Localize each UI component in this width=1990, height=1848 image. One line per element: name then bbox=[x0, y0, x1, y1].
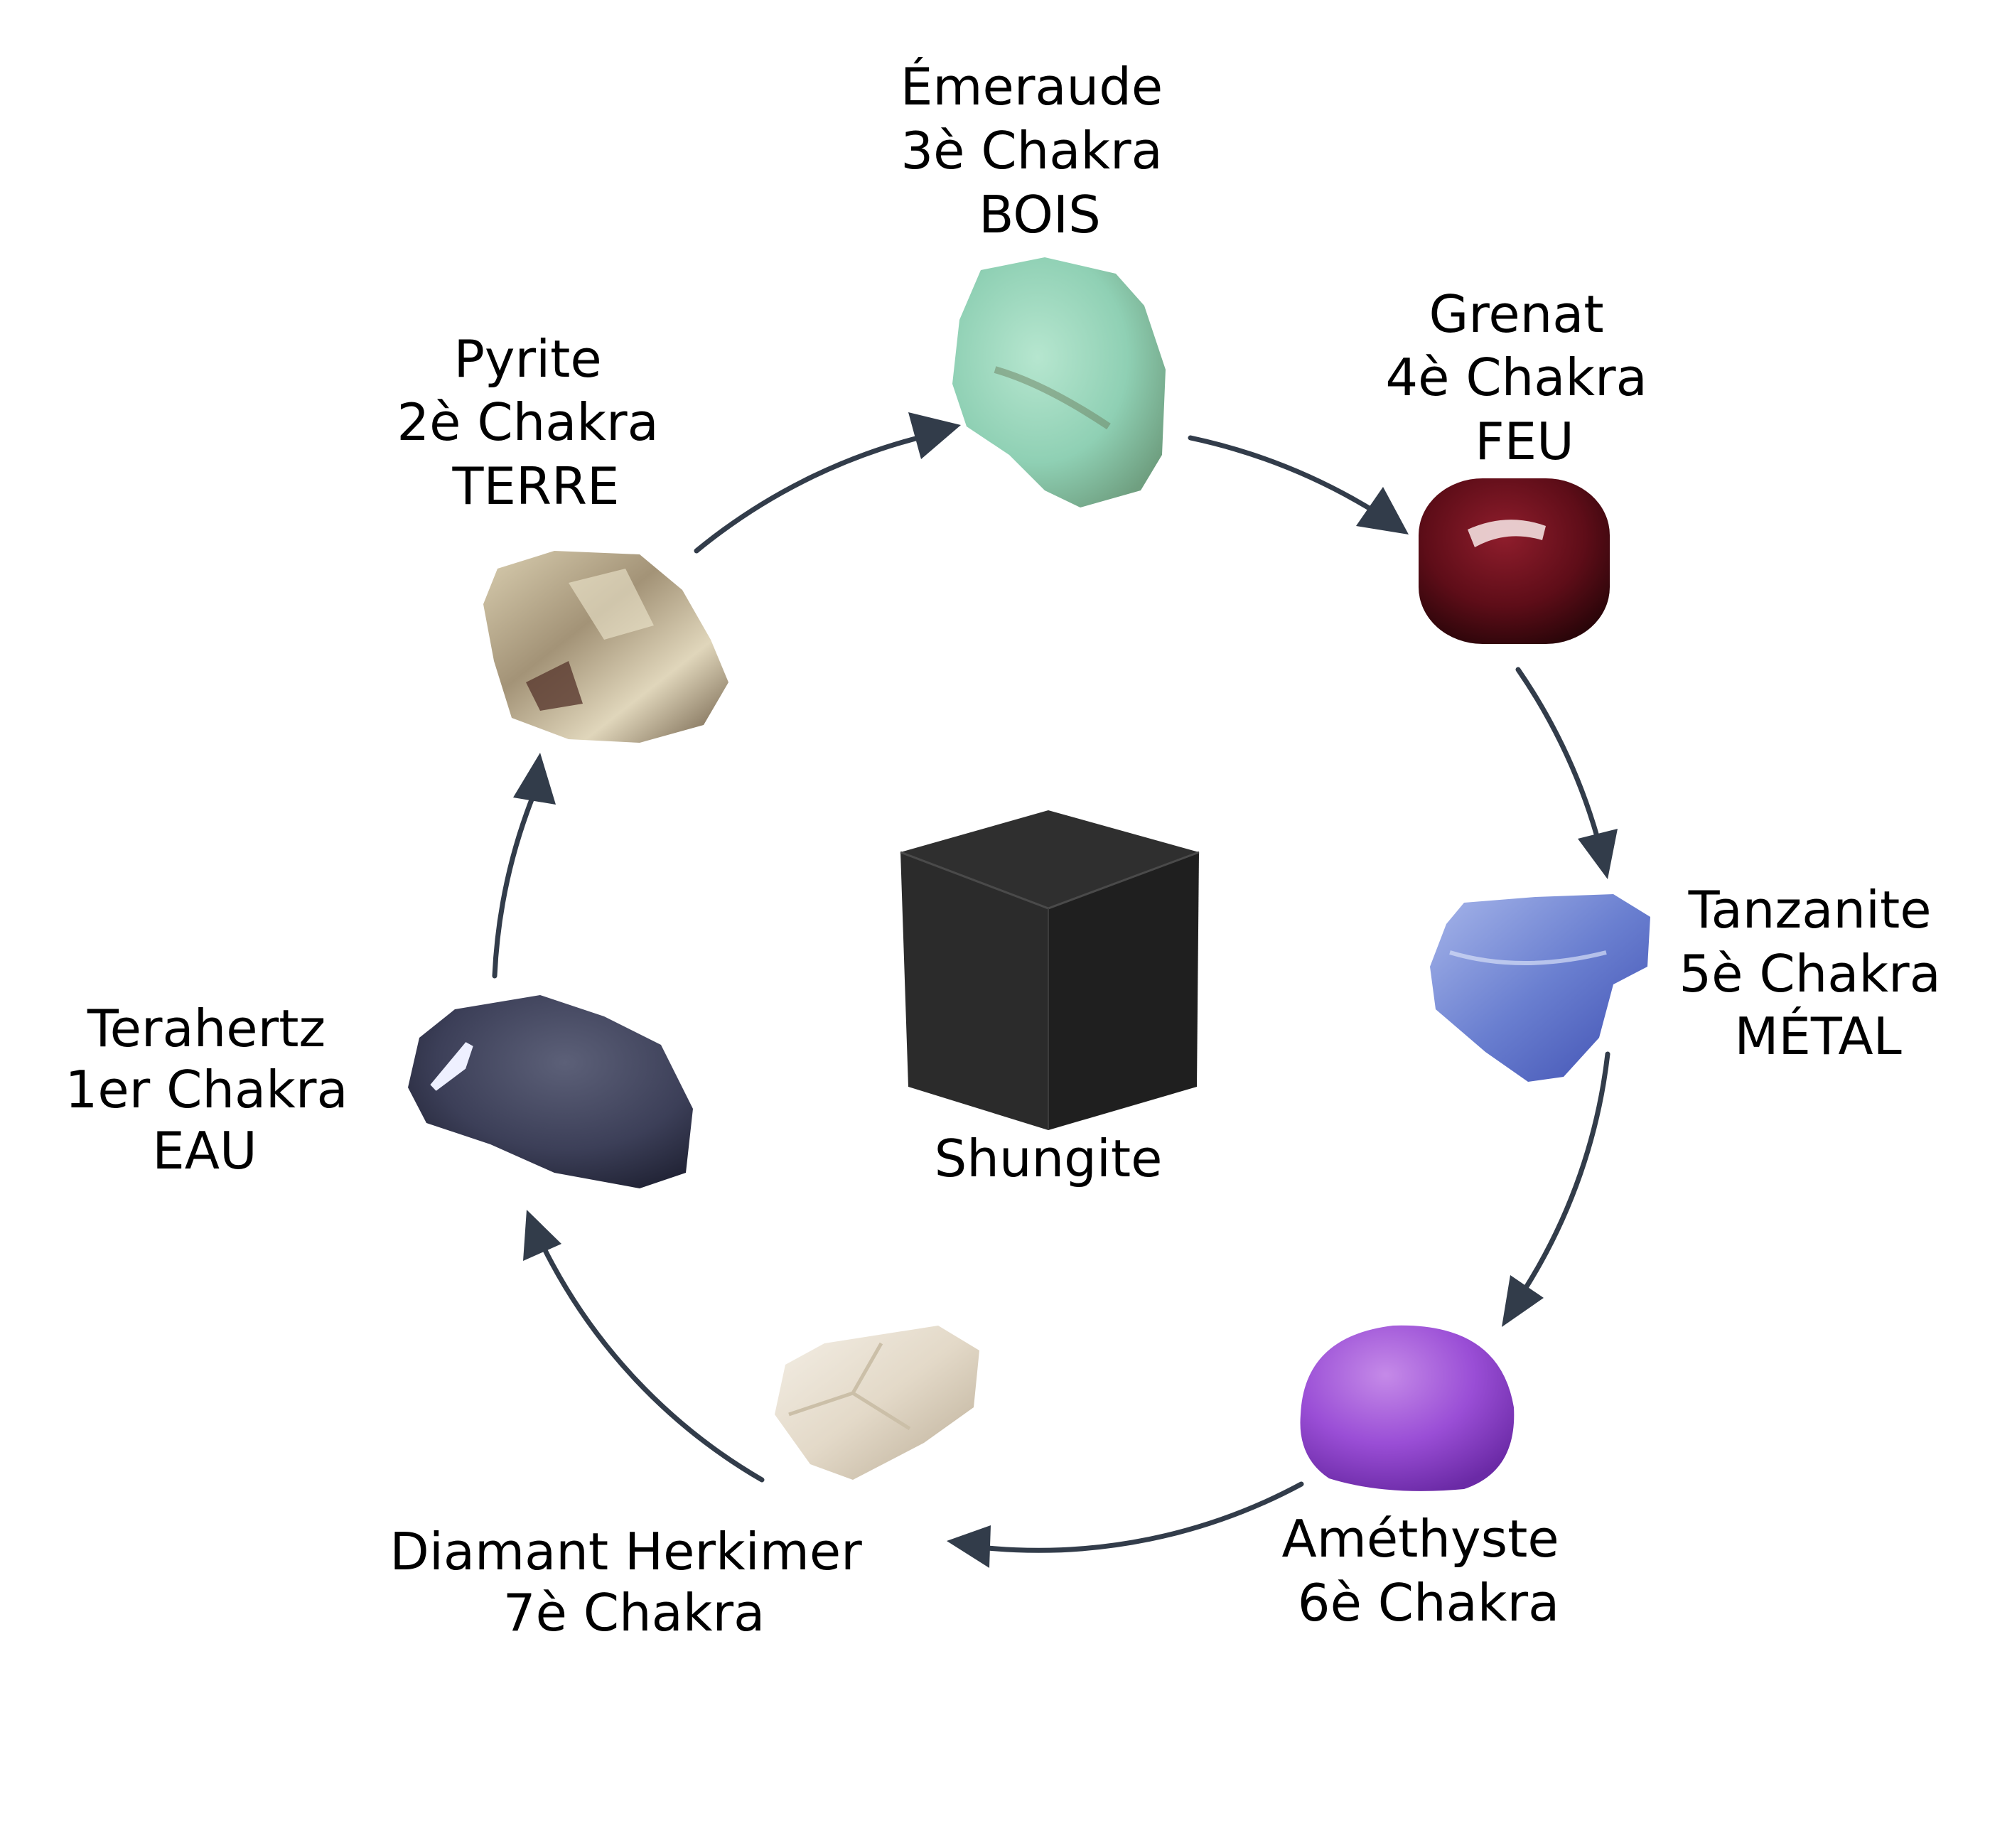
label-pyrite: Pyrite 2è Chakra TERRE bbox=[397, 329, 674, 516]
label-herkimer: Diamant Herkimer 7è Chakra bbox=[389, 1522, 878, 1643]
arrow-herkimer-to-terahertz bbox=[523, 1210, 765, 1483]
stone-herkimer bbox=[775, 1326, 979, 1480]
cycle-arrows bbox=[492, 412, 1618, 1568]
stone-emeraude bbox=[952, 257, 1166, 507]
arrow-tanzanite-to-amethyste bbox=[1502, 1051, 1610, 1327]
labels: Émeraude 3è Chakra BOIS Grenat 4è Chakra… bbox=[65, 57, 1957, 1643]
arrow-grenat-to-tanzanite bbox=[1515, 667, 1618, 879]
label-amethyste: Améthyste 6è Chakra bbox=[1281, 1509, 1575, 1633]
shungite-cube bbox=[900, 810, 1200, 1130]
label-tanzanite: Tanzanite 5è Chakra MÉTAL bbox=[1679, 880, 1957, 1066]
label-shungite: Shungite bbox=[935, 1129, 1163, 1188]
arrow-amethyste-to-herkimer bbox=[947, 1481, 1304, 1568]
stone-tanzanite bbox=[1430, 894, 1650, 1082]
arrow-terahertz-to-pyrite bbox=[492, 753, 556, 979]
stone-pyrite bbox=[483, 551, 728, 743]
stone-terahertz bbox=[408, 995, 693, 1188]
label-terahertz: Terahertz 1er Chakra EAU bbox=[65, 999, 365, 1181]
label-emeraude: Émeraude 3è Chakra BOIS bbox=[900, 57, 1179, 245]
arrow-emeraude-to-grenat bbox=[1188, 435, 1409, 534]
label-grenat: Grenat 4è Chakra FEU bbox=[1385, 284, 1663, 471]
stone-grenat bbox=[1419, 478, 1610, 644]
stone-amethyste bbox=[1300, 1325, 1515, 1491]
arrow-pyrite-to-emeraude bbox=[694, 412, 961, 554]
